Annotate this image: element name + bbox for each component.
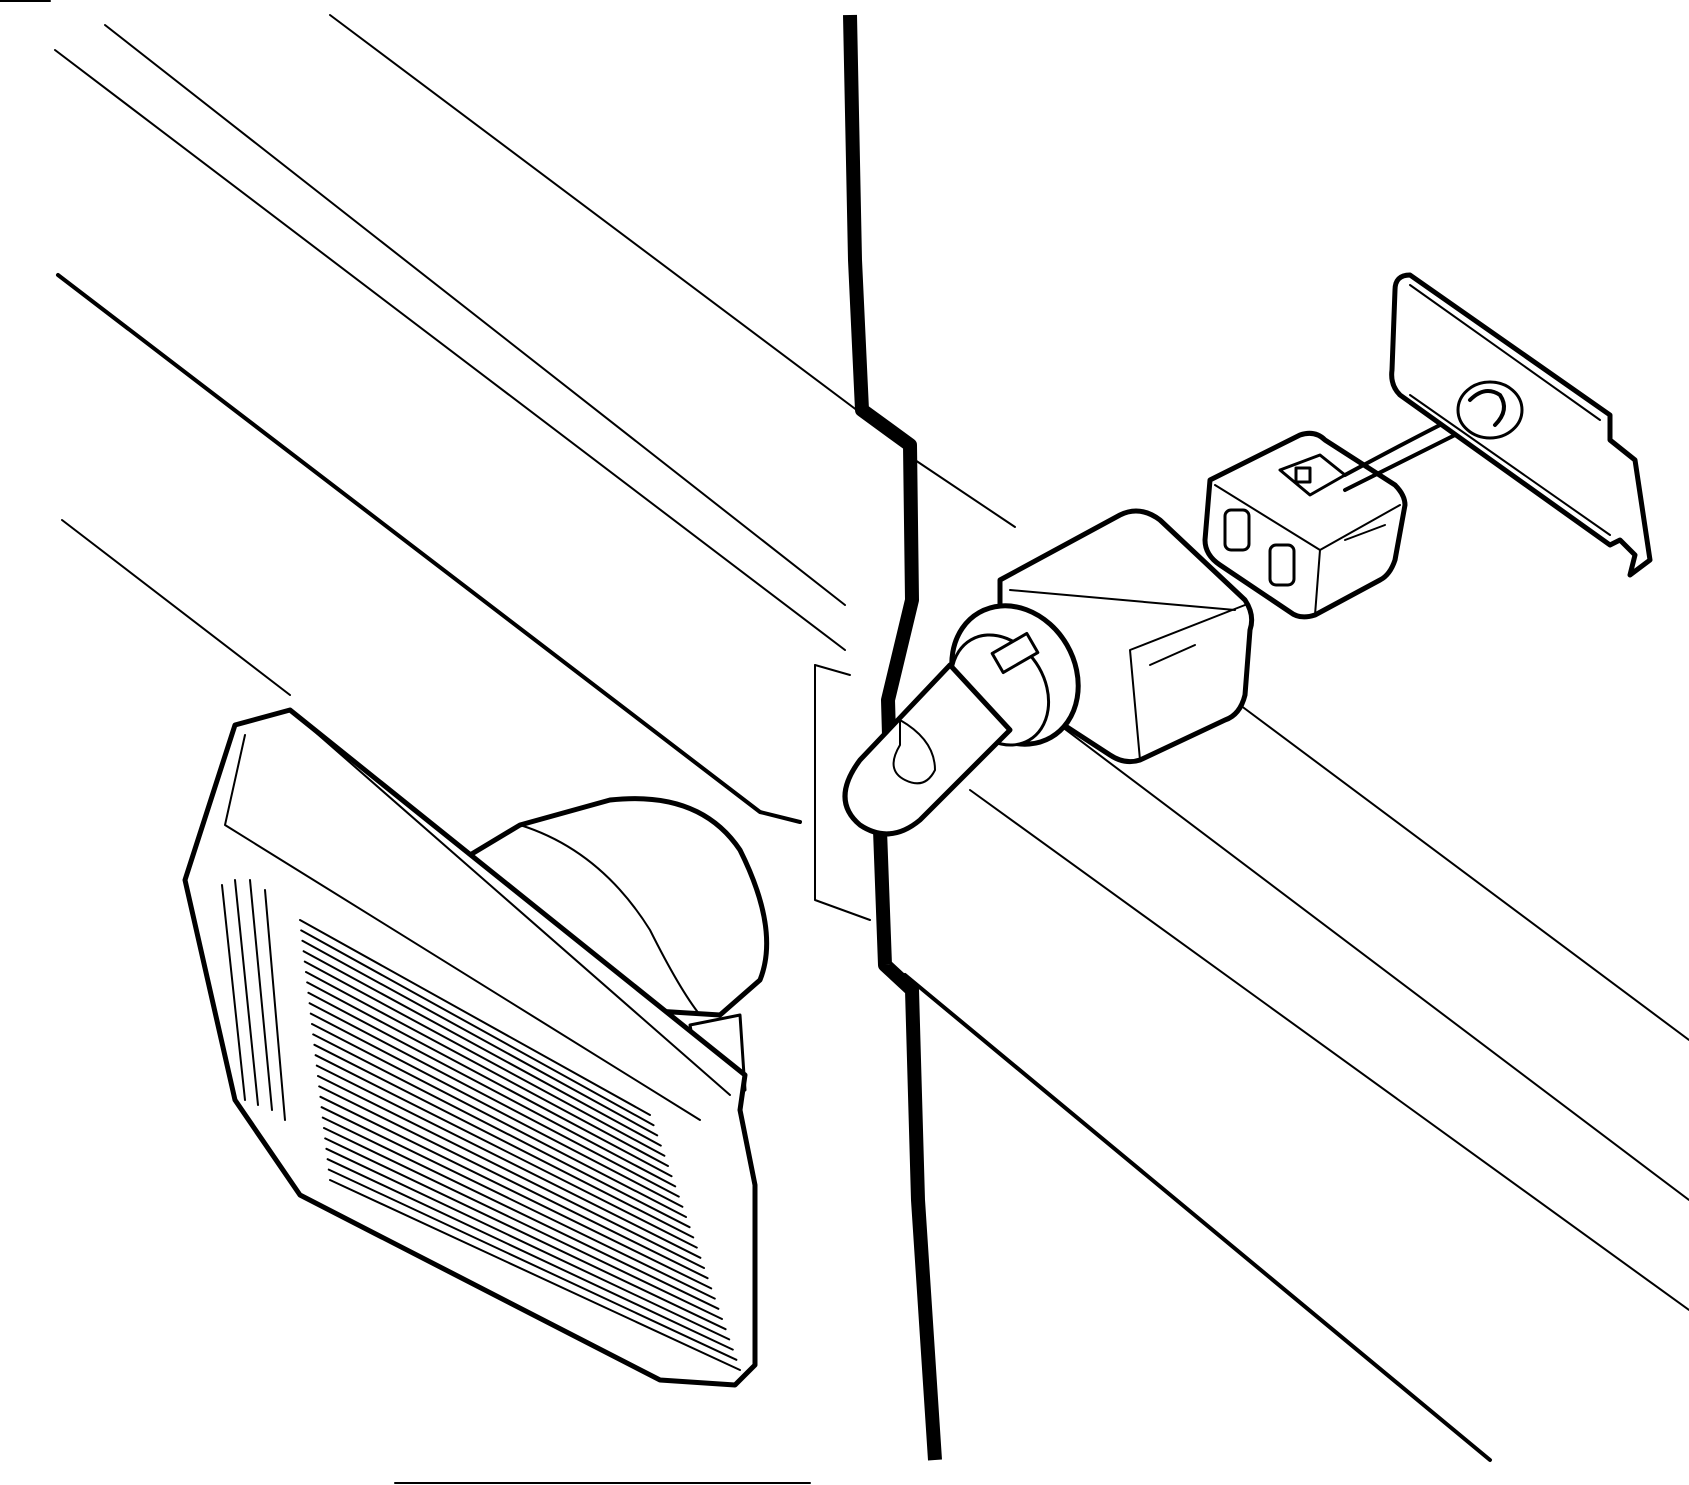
socket-top-edge [1009, 589, 1236, 611]
lens-rib [314, 1054, 698, 1249]
lens-rib [299, 919, 651, 1116]
panel-lower-line [61, 519, 291, 696]
socket-detail-dash [1149, 644, 1196, 666]
lens-rib [300, 929, 655, 1127]
lens-rib [321, 1116, 720, 1310]
panel-right-line-2 [1239, 704, 1689, 1041]
lens-rib [306, 981, 673, 1178]
lens-top-ridge [289, 709, 731, 1096]
lens-rib [305, 971, 669, 1167]
lens-rib [317, 1075, 705, 1269]
socket-latch [990, 631, 1040, 675]
lens-rib [325, 1147, 731, 1341]
connector-terminal-2 [1268, 543, 1296, 587]
socket-front-edge [1129, 604, 1246, 761]
bulb [842, 662, 1013, 837]
connector-body [1202, 430, 1408, 620]
lens-rib [313, 1043, 695, 1239]
lens-rib [311, 1023, 687, 1218]
lens-rib [320, 1106, 716, 1300]
grommet-wire-exit [1468, 389, 1506, 427]
connector-terminal-1 [1223, 508, 1251, 552]
lens-face-ribs [299, 919, 741, 1371]
lens-rib [307, 991, 677, 1188]
lens-rib [315, 1064, 702, 1259]
panel-edge-line-2 [104, 24, 846, 606]
lens-rear-dome [467, 796, 770, 1018]
connector-detail-dash [1344, 524, 1386, 541]
lens-rib [301, 939, 659, 1137]
panel-bold-edge [56, 273, 802, 824]
dome-seam [519, 824, 701, 1016]
panel-edge-line-1 [54, 49, 846, 651]
lens-rib [323, 1127, 723, 1320]
bulb-filament [892, 719, 936, 785]
lens-top-face-edge [224, 734, 701, 1121]
plate-top-edge [1409, 284, 1601, 421]
connector-corner [1314, 549, 1321, 616]
lens-rib [329, 1179, 741, 1371]
lens-body [182, 707, 758, 1388]
lens-rib [303, 960, 666, 1157]
lens-rib [309, 1012, 684, 1208]
harness-grommet-plate [1389, 272, 1653, 578]
panel-step-top [814, 664, 851, 676]
wiring-connector [1202, 430, 1408, 620]
lens-rib [327, 1168, 738, 1361]
connector-tab-button [1294, 466, 1312, 484]
grommet-plate [1389, 272, 1653, 578]
panel-edge-line-3 [329, 14, 871, 421]
cutaway-break-line [843, 14, 942, 1461]
panel-step-front [814, 664, 871, 921]
lens-rib [326, 1158, 734, 1351]
lens-rib [302, 950, 662, 1147]
panel-right-bold-lower [903, 973, 1492, 1462]
panel-right-line-upper [914, 459, 1016, 528]
side-marker-lens [182, 707, 770, 1388]
lens-rib [324, 1137, 727, 1331]
lens-rib [318, 1085, 709, 1280]
panel-right-line-3 [969, 789, 1689, 1311]
lens-rib [312, 1033, 691, 1229]
bulb-glass [842, 662, 1013, 837]
lens-rib [308, 1002, 680, 1198]
body-panel [54, 14, 1689, 1462]
panel-right-line-4 [999, 679, 1689, 1201]
plate-bottom-edge [1409, 394, 1611, 536]
lens-rib [319, 1095, 713, 1290]
lens-end-ribs [221, 879, 286, 1121]
